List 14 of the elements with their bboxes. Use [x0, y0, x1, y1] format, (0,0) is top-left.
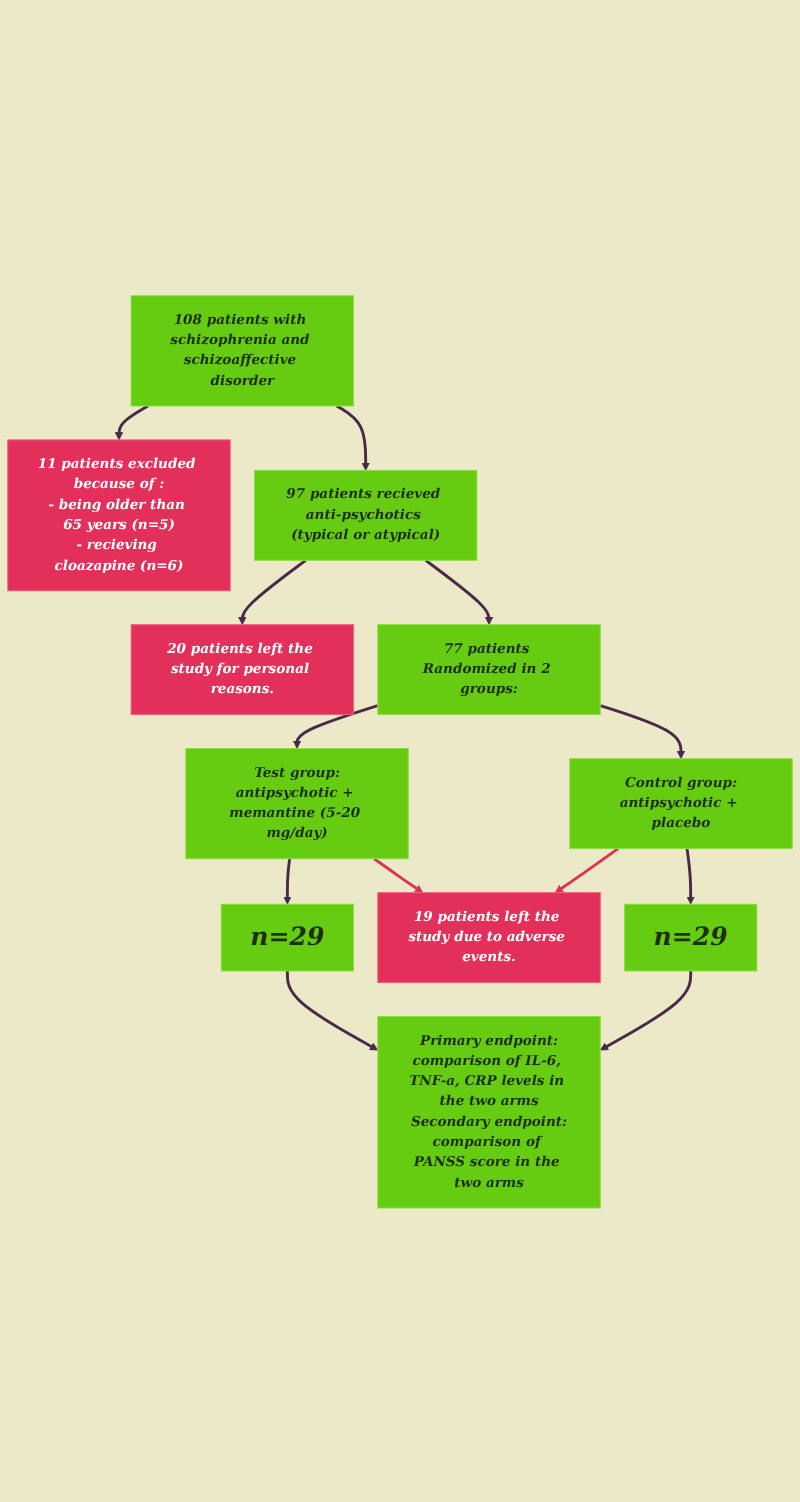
- arrow: [424, 558, 494, 625]
- arrow: [336, 403, 370, 470]
- arrow: [599, 970, 693, 1050]
- arrow: [373, 856, 424, 893]
- arrow: [292, 703, 379, 748]
- arrow: [283, 857, 292, 904]
- arrow: [114, 403, 149, 440]
- arrow: [685, 847, 695, 904]
- arrow: [285, 970, 379, 1050]
- node-box: n=29: [624, 902, 758, 971]
- node-box: n=29: [220, 902, 355, 971]
- arrow: [599, 703, 686, 759]
- arrow: [238, 558, 307, 625]
- arrow: [554, 846, 619, 893]
